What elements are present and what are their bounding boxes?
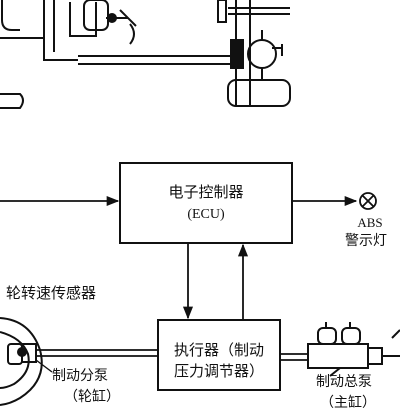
wheel-cylinder-label-line1: 制动分泵 [52, 368, 108, 384]
master-cylinder-label-line2: （主缸） [320, 395, 376, 411]
vehicle-top-fragment [0, 0, 291, 109]
cylinder-label-leader [35, 359, 53, 373]
master-cylinder-icon [307, 322, 400, 377]
actuator-label-line1: 执行器（制动 [173, 341, 264, 359]
abs-lamp-label-line1: ABS [357, 215, 383, 230]
abs-lamp-label-line2: 警示灯 [345, 233, 387, 249]
wheel-cylinder-label-line2: （轮缸） [64, 389, 120, 405]
wheel-brake-assembly [0, 317, 43, 406]
ecu-subtitle: (ECU) [187, 207, 225, 222]
actuator-box [157, 319, 281, 391]
ecu-box [119, 162, 293, 244]
hydraulic-line-right [280, 353, 310, 361]
hydraulic-line-left [36, 349, 158, 357]
wheel-sensor-label: 轮转速传感器 [6, 284, 97, 302]
actuator-label-line2: 压力调节器） [173, 362, 264, 380]
master-cylinder-label-line1: 制动总泵 [316, 374, 372, 390]
abs-lamp-icon [359, 192, 377, 210]
ecu-title: 电子控制器 [168, 183, 244, 201]
